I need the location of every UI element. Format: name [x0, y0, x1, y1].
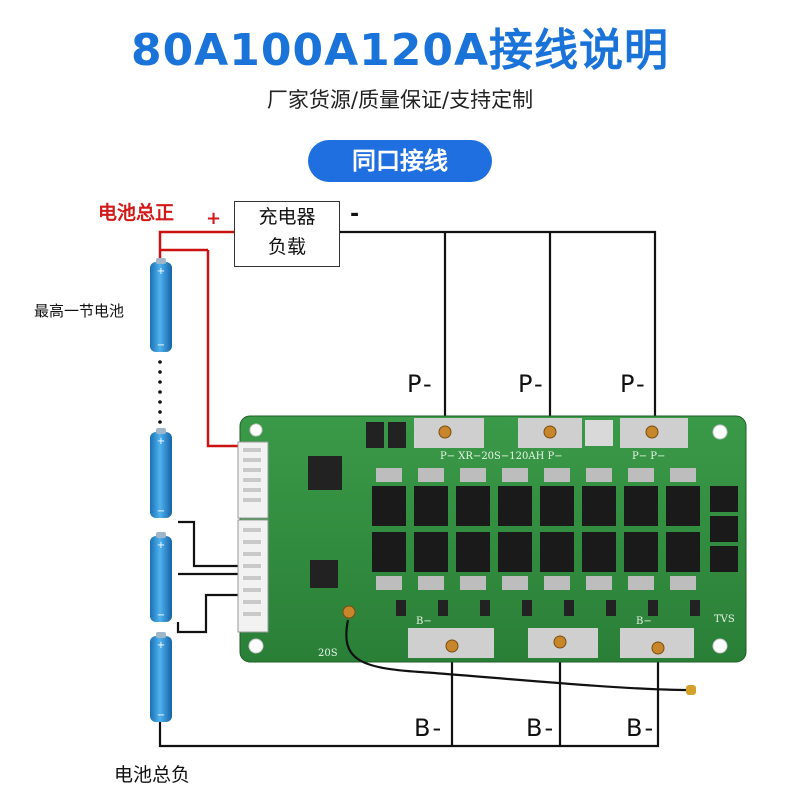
b-terminal-label-2: B- — [526, 714, 556, 742]
battery-positive-label: 电池总正 — [98, 202, 175, 224]
silk-20s-text: 20S — [318, 648, 338, 659]
plus-sign: + — [206, 208, 222, 229]
battery-negative-label: 电池总负 — [114, 764, 191, 786]
page-subtitle: 厂家货源/质量保证/支持定制 — [266, 88, 534, 112]
silk-tvs-text: TVS — [714, 614, 735, 625]
wiring-mode-button[interactable]: 同口接线 — [308, 140, 492, 182]
silk-p-right-text: P− P− — [632, 451, 665, 462]
silk-b2-text: B− — [636, 616, 652, 627]
bms-board — [237, 415, 747, 695]
svg-text:+: + — [157, 436, 165, 447]
b-terminal-label-3: B- — [626, 714, 656, 742]
svg-text:−: − — [157, 340, 165, 351]
top-cell-label: 最高一节电池 — [34, 302, 125, 320]
silk-model-text: P− XR−20S−120AH P− — [440, 451, 563, 462]
negative-wires — [158, 230, 660, 748]
cell-dots — [158, 360, 162, 424]
p-terminal-label-2: P- — [518, 370, 545, 398]
svg-text:+: + — [157, 540, 165, 551]
positive-wire — [158, 230, 246, 448]
minus-sign: - — [350, 202, 360, 227]
page-title: 80A100A120A接线说明 — [130, 25, 670, 76]
battery-cell-1: + − — [150, 258, 172, 352]
svg-text:+: + — [157, 266, 165, 277]
load-line-1: 充电器 — [258, 206, 316, 228]
svg-text:−: − — [157, 610, 165, 621]
charger-load-box: 充电器 负载 — [234, 201, 340, 267]
p-terminal-label-1: P- — [407, 370, 434, 398]
load-line-2: 负载 — [267, 236, 306, 258]
battery-cell-2: + − — [150, 428, 172, 518]
b-terminal-label-1: B- — [414, 714, 444, 742]
svg-text:−: − — [157, 710, 165, 721]
svg-text:+: + — [157, 640, 165, 651]
silk-b1-text: B− — [416, 616, 432, 627]
svg-text:−: − — [157, 506, 165, 517]
battery-cell-4: + − — [150, 632, 172, 722]
p-terminal-label-3: P- — [620, 370, 647, 398]
battery-cell-3: + − — [150, 532, 172, 622]
